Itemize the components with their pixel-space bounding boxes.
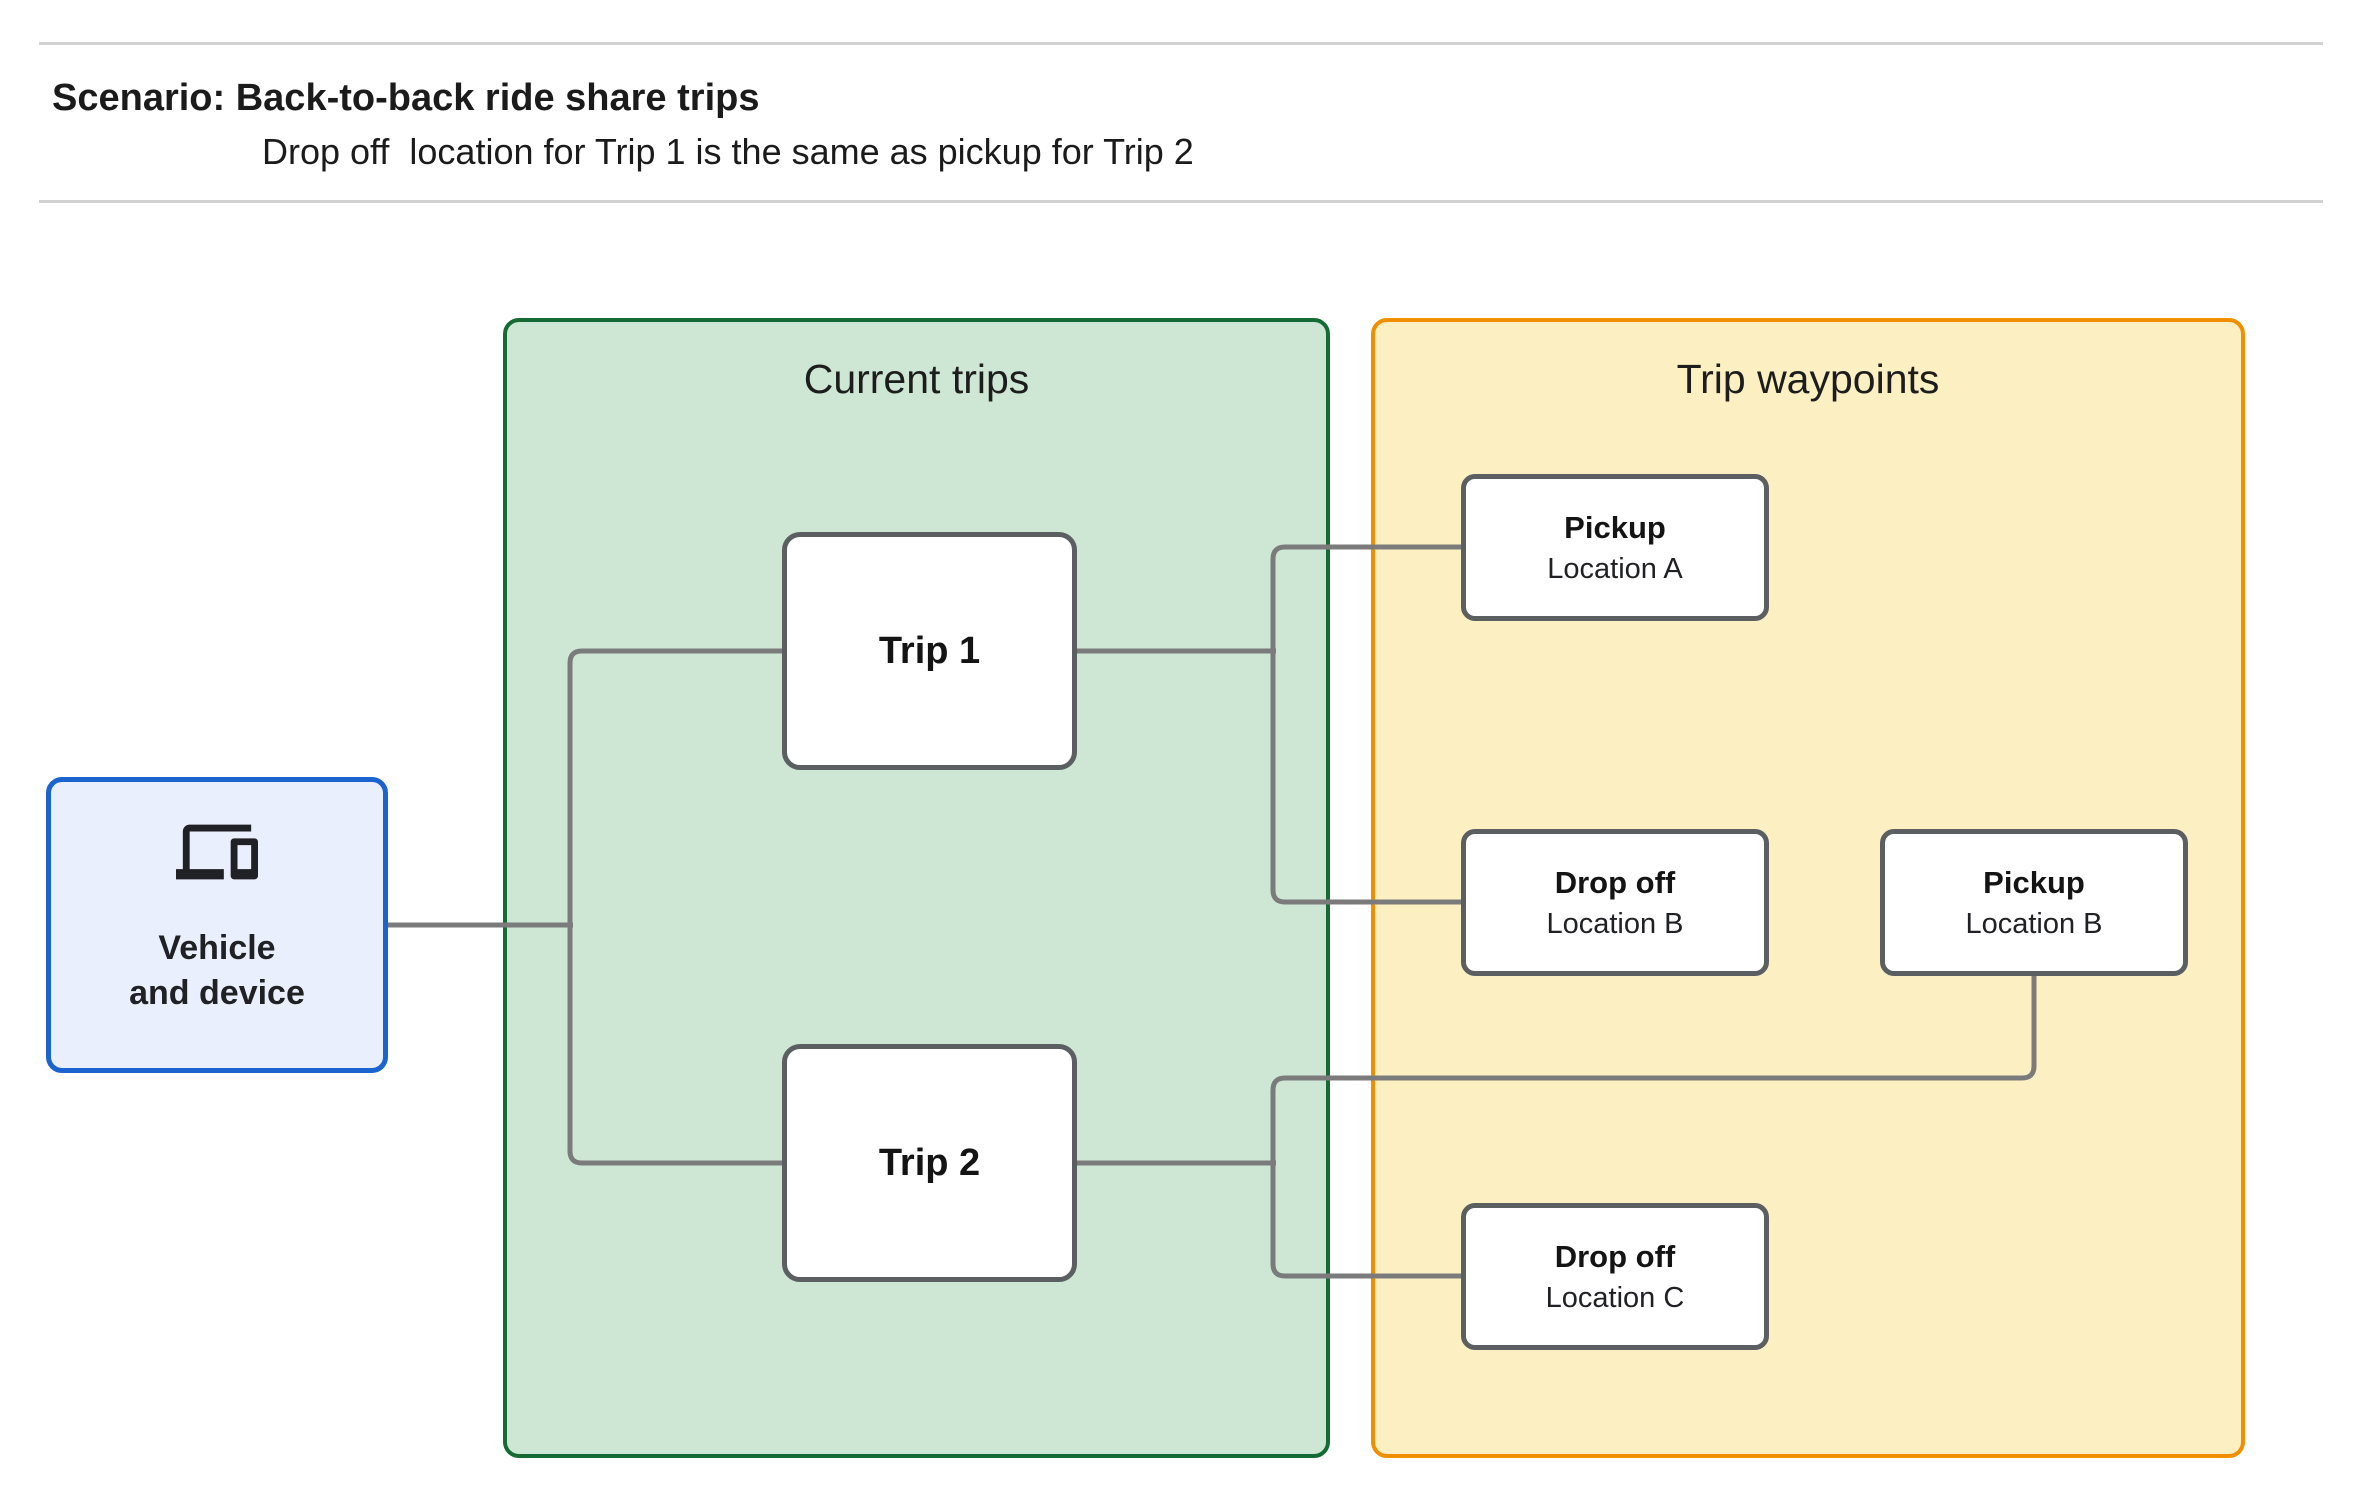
vehicle-and-device-box: Vehicle and device: [46, 777, 388, 1073]
devices-icon: [176, 810, 258, 894]
trip-1-box: Trip 1: [782, 532, 1077, 770]
header-top-rule: [39, 42, 2323, 45]
page-subtitle: Drop off location for Trip 1 is the same…: [262, 131, 1194, 172]
trip-1-label: Trip 1: [878, 629, 981, 672]
waypoint-title: Drop off: [1554, 1238, 1676, 1274]
connector-junction-to-trips: [567, 648, 786, 1166]
current-trips-title: Current trips: [803, 356, 1030, 402]
waypoint-location: Location B: [1965, 907, 2103, 940]
waypoint-location: Location C: [1545, 1281, 1685, 1314]
waypoint-location: Location A: [1547, 552, 1683, 585]
waypoint-pickup-location-a: Pickup Location A: [1461, 474, 1769, 621]
trip-2-box: Trip 2: [782, 1044, 1077, 1282]
trip-2-label: Trip 2: [878, 1141, 981, 1184]
connector-trip1-to-waypoints: [1270, 544, 1466, 905]
connector-trip2-to-waypoints: [1270, 972, 2037, 1279]
waypoint-dropoff-location-b: Drop off Location B: [1461, 829, 1769, 976]
vehicle-label-line1: Vehicle: [158, 929, 276, 967]
waypoint-title: Drop off: [1554, 864, 1676, 900]
vehicle-label: Vehicle and device: [129, 926, 305, 1016]
waypoint-dropoff-location-c: Drop off Location C: [1461, 1203, 1769, 1350]
waypoint-title: Pickup: [1983, 864, 2085, 900]
header-bottom-rule: [39, 200, 2323, 203]
waypoint-location: Location B: [1546, 907, 1684, 940]
vehicle-label-line2: and device: [129, 974, 305, 1012]
waypoint-pickup-location-b: Pickup Location B: [1880, 829, 2188, 976]
waypoint-title: Pickup: [1564, 509, 1666, 545]
page-title: Scenario: Back-to-back ride share trips: [52, 77, 760, 119]
trip-waypoints-title: Trip waypoints: [1676, 356, 1940, 402]
